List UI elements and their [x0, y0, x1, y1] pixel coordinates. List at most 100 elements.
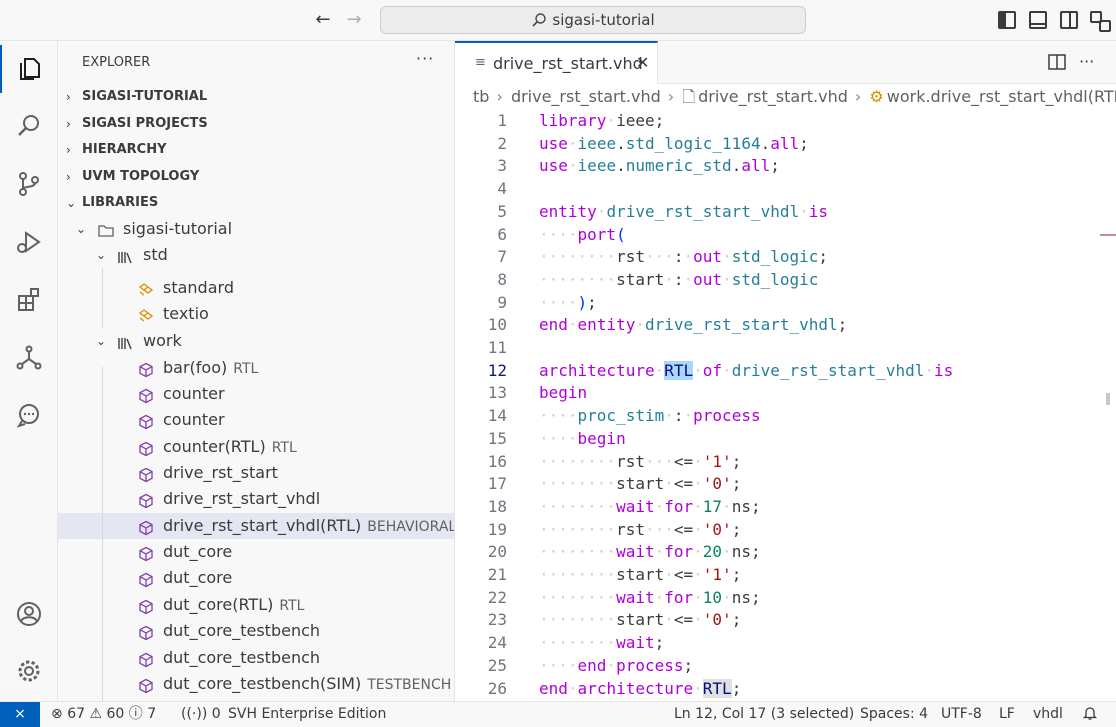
- section-sigasi-projects[interactable]: ›SIGASI PROJECTS: [58, 111, 454, 137]
- tree-item-label: dut_core: [163, 542, 233, 561]
- breadcrumb-item[interactable]: drive_rst_start.vhd: [698, 87, 848, 106]
- tree-item[interactable]: textio: [58, 301, 454, 327]
- code-token: ;: [837, 315, 848, 335]
- account-icon[interactable]: [0, 590, 58, 638]
- tree-item[interactable]: ⌄work: [58, 328, 454, 354]
- editor-more-actions-icon[interactable]: ···: [1079, 52, 1095, 71]
- code-text: ········rst···<=·'0';: [539, 518, 741, 541]
- section-sigasi-tutorial[interactable]: ›SIGASI-TUTORIAL: [58, 84, 454, 110]
- end-of-line[interactable]: LF: [999, 706, 1015, 722]
- extensions-icon[interactable]: [0, 276, 58, 324]
- edition-label[interactable]: SVH Enterprise Edition: [228, 706, 387, 722]
- tree-item[interactable]: dut_core_testbench: [58, 618, 454, 644]
- more-actions-icon[interactable]: ···: [416, 49, 435, 68]
- split-editor-icon[interactable]: [1048, 54, 1066, 70]
- tree-item[interactable]: dut_core: [58, 539, 454, 565]
- code-text: use·ieee.std_logic_1164.all;: [539, 132, 809, 155]
- tree-item[interactable]: standard: [58, 275, 454, 301]
- chevron-right-icon: ›: [66, 117, 71, 131]
- editor-scrollbar[interactable]: [1106, 393, 1110, 405]
- toggle-primary-sidebar-icon[interactable]: [998, 11, 1016, 29]
- tree-item[interactable]: dut_core: [58, 565, 454, 591]
- chat-icon[interactable]: [0, 391, 58, 439]
- toggle-panel-icon[interactable]: [1029, 11, 1047, 29]
- code-token: for: [664, 587, 694, 607]
- code-text: ········wait;: [539, 631, 664, 654]
- tree-item-description: TESTBENCH: [367, 677, 452, 693]
- code-token: ········: [539, 542, 617, 562]
- code-line: 21········start·<=·'1';: [455, 563, 1105, 586]
- section-libraries[interactable]: ⌄LIBRARIES: [58, 190, 454, 216]
- code-token: ···: [644, 247, 674, 267]
- line-number: 24: [487, 633, 507, 653]
- code-token: of: [702, 360, 723, 380]
- code-token: out: [693, 247, 723, 267]
- tree-item[interactable]: dut_core_testbench(SIM)TESTBENCH: [58, 671, 454, 697]
- tree-item[interactable]: dut_core_testbench: [58, 645, 454, 671]
- customize-layout-icon[interactable]: [1090, 11, 1111, 32]
- problems-indicator[interactable]: ⊗ 67 ⚠ 60 ⓘ 7: [51, 706, 157, 722]
- command-center-search[interactable]: sigasi-tutorial: [380, 6, 806, 34]
- cursor-position[interactable]: Ln 12, Col 17 (3 selected): [674, 706, 855, 722]
- code-token: rst: [616, 451, 645, 471]
- indentation[interactable]: Spaces: 4: [860, 706, 929, 722]
- code-token: ·: [693, 565, 703, 584]
- breadcrumb: tb› drive_rst_start.vhd› 🗋drive_rst_star…: [455, 85, 1116, 109]
- tab-drive-rst-start[interactable]: ≡ drive_rst_start.vhd ✕: [455, 41, 658, 84]
- language-mode[interactable]: vhdl: [1033, 706, 1063, 722]
- settings-gear-icon[interactable]: [0, 647, 58, 695]
- code-token: wait: [616, 633, 655, 653]
- code-token: <=: [673, 565, 694, 584]
- file-lines-icon: ≡: [475, 55, 486, 70]
- code-token: start: [616, 269, 665, 289]
- code-token: ·: [683, 269, 694, 289]
- code-token: 17: [702, 496, 723, 516]
- toggle-secondary-sidebar-icon[interactable]: [1060, 11, 1078, 29]
- code-token: ·: [693, 474, 703, 494]
- encoding[interactable]: UTF-8: [941, 706, 982, 722]
- tree-item[interactable]: ⌄std: [58, 242, 454, 268]
- code-token: ·: [693, 360, 703, 380]
- breadcrumb-item[interactable]: tb: [473, 87, 490, 106]
- section-hierarchy[interactable]: ›HIERARCHY: [58, 137, 454, 163]
- code-token: ·: [722, 360, 732, 380]
- code-text: ····end·process;: [539, 654, 693, 677]
- tree-item[interactable]: dut_core(RTL)RTL: [58, 592, 454, 618]
- tree-item[interactable]: counter: [58, 381, 454, 407]
- explorer-icon[interactable]: [0, 45, 58, 93]
- tree-item[interactable]: counter(RTL)RTL: [58, 434, 454, 460]
- back-arrow-icon[interactable]: ←: [315, 9, 331, 30]
- code-token: ;: [770, 156, 780, 176]
- code-token: ·: [606, 111, 617, 130]
- close-icon[interactable]: ✕: [636, 53, 650, 72]
- tree-item[interactable]: bar(foo)RTL: [58, 355, 454, 381]
- search-icon[interactable]: [0, 102, 58, 150]
- code-token: ········: [539, 633, 617, 653]
- tree-item[interactable]: drive_rst_start_vhdl(RTL)BEHAVIORAL: [58, 513, 454, 539]
- code-token: all: [770, 133, 800, 153]
- code-token: (: [616, 224, 626, 244]
- remote-indicator-icon[interactable]: ⨯: [0, 702, 40, 727]
- tree-item[interactable]: drive_rst_start_vhdl: [58, 486, 454, 512]
- section-uvm-topology[interactable]: ›UVM TOPOLOGY: [58, 164, 454, 190]
- ports-indicator[interactable]: ((·)) 0: [181, 706, 221, 722]
- tree-item[interactable]: drive_rst_start: [58, 460, 454, 486]
- forward-arrow-icon[interactable]: →: [346, 9, 362, 30]
- code-text: ········wait·for·10·ns;: [539, 586, 761, 609]
- breadcrumb-item[interactable]: drive_rst_start.vhd: [510, 87, 661, 106]
- notifications-bell-icon[interactable]: [1082, 702, 1098, 727]
- file-icon: 🗋: [682, 87, 696, 106]
- code-text: ········start·:·out·std_logic: [539, 268, 818, 291]
- breadcrumb-item[interactable]: work.drive_rst_start_vhdl(RTL): [886, 87, 1116, 106]
- sigasi-hierarchy-icon[interactable]: [0, 334, 58, 382]
- code-token: ·: [567, 156, 578, 176]
- tree-item[interactable]: ⌄sigasi-tutorial: [58, 216, 454, 242]
- source-control-icon[interactable]: [0, 160, 58, 208]
- tree-item[interactable]: counter: [58, 407, 454, 433]
- tree-item-label: counter: [163, 410, 225, 429]
- code-token: ·: [722, 496, 732, 516]
- run-debug-icon[interactable]: [0, 218, 58, 266]
- code-token: ·: [693, 587, 703, 607]
